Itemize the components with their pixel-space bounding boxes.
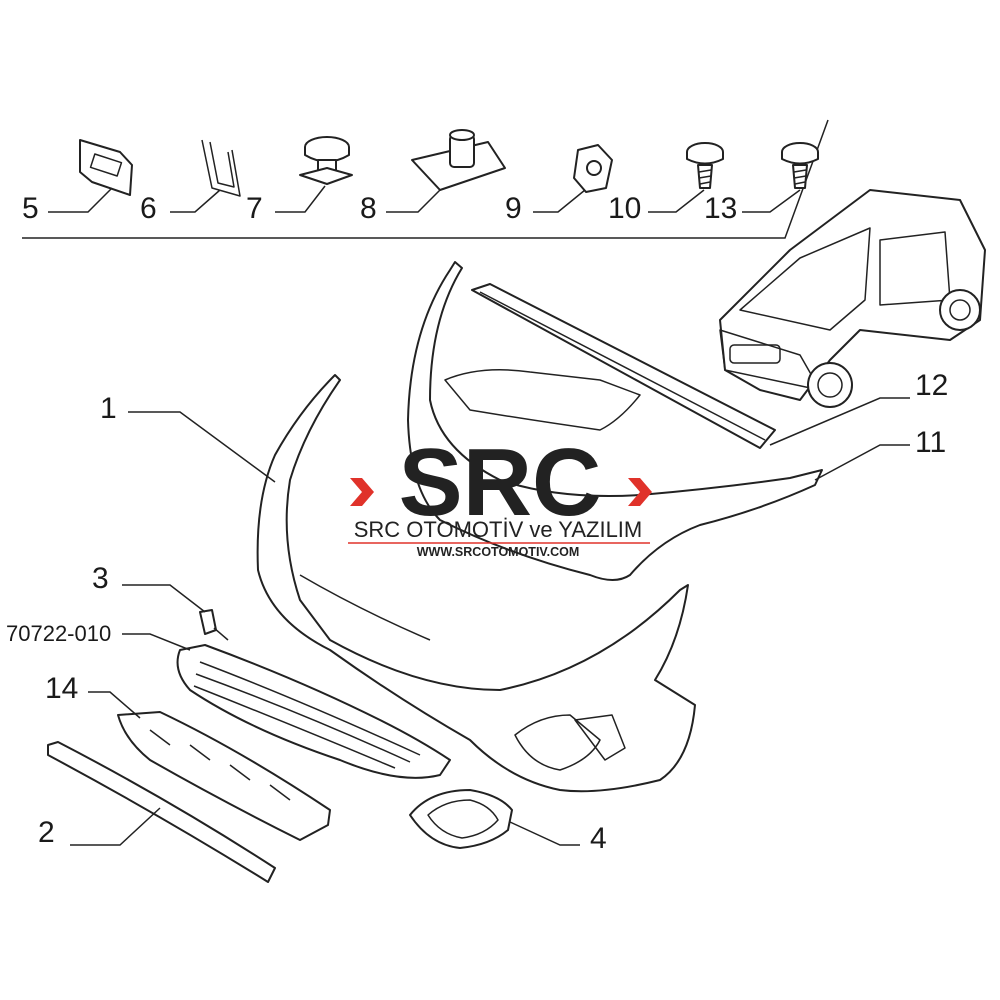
callout-labels: 5 6 7 8 9 10 13 1 3 70722-010 14 2 4 12 … (6, 192, 948, 855)
part-1-main-bumper (256, 374, 696, 793)
callout-10: 10 (608, 192, 641, 225)
part-4-fog-bezel (409, 789, 513, 849)
part-9-clip (573, 144, 613, 193)
watermark-right-chevron (628, 478, 652, 506)
part-7-push-rivet (299, 136, 353, 185)
callout-70722-010: 70722-010 (6, 621, 111, 646)
callout-12: 12 (915, 369, 948, 402)
part-14-underbody-shield (117, 711, 331, 841)
part-10-screw (686, 142, 724, 189)
callout-11: 11 (915, 426, 946, 459)
watermark-logo: SRC (399, 429, 602, 536)
leader-lines (48, 185, 910, 846)
part-11-upper-bumper (407, 261, 823, 581)
src-watermark: SRC SRC OTOMOTİV ve YAZILIM WWW.SRCOTOMO… (348, 429, 652, 559)
part-6-u-clip (201, 139, 241, 197)
callout-14: 14 (45, 672, 78, 705)
callout-1: 1 (100, 392, 117, 425)
callout-4: 4 (590, 822, 607, 855)
callout-6: 6 (140, 192, 157, 225)
callout-3: 3 (92, 562, 109, 595)
watermark-website: WWW.SRCOTOMOTIV.COM (417, 545, 580, 559)
part-5-clip (79, 139, 133, 196)
part-13-screw (781, 142, 819, 189)
callout-13: 13 (704, 192, 737, 225)
part-2-trim-strip (47, 741, 276, 883)
callout-2: 2 (38, 816, 55, 849)
part-8-speed-nut (411, 129, 506, 191)
callout-5: 5 (22, 192, 39, 225)
watermark-left-chevron (350, 478, 374, 506)
callout-8: 8 (360, 192, 377, 225)
part-3-bracket (199, 609, 229, 641)
callout-9: 9 (505, 192, 522, 225)
callout-7: 7 (246, 192, 263, 225)
watermark-company: SRC OTOMOTİV ve YAZILIM (354, 517, 643, 542)
part-12-reinforcement (471, 283, 776, 449)
vehicle-illustration (719, 189, 986, 408)
part-70722-grille (176, 644, 451, 779)
